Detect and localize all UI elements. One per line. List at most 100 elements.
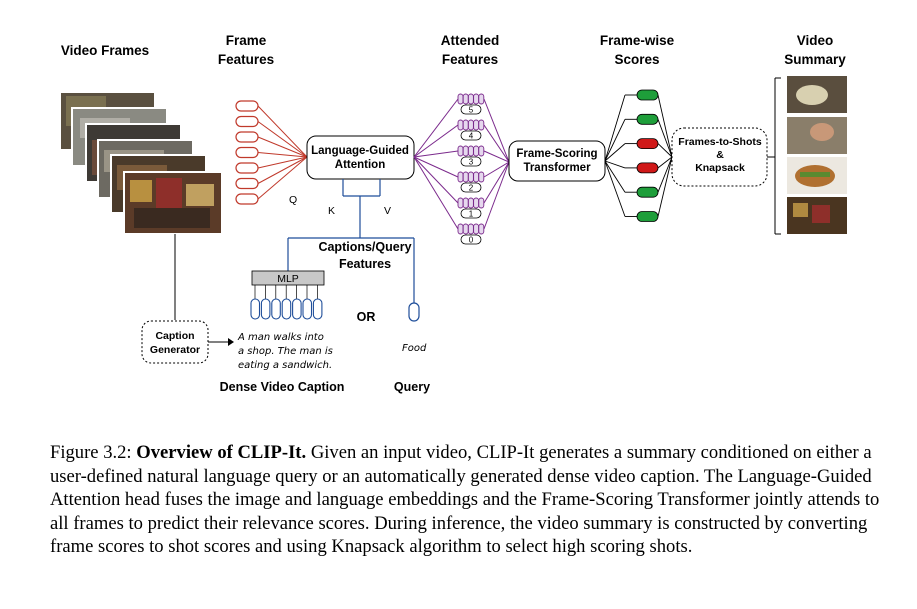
frame-wise-scores-group	[636, 89, 659, 222]
attended-in-line	[413, 124, 459, 158]
caption-generator-box	[141, 320, 209, 364]
frame-feature-token	[235, 177, 259, 190]
k-label: K	[328, 205, 335, 217]
header-frame-features-line2: Features	[218, 52, 274, 67]
score-out-line	[657, 156, 673, 217]
score-line	[604, 119, 626, 162]
query-label: Query	[394, 380, 430, 394]
frames-to-shots-line1: Frames-to-Shots	[678, 136, 762, 148]
attended-in-line	[413, 156, 459, 178]
frame-feature-token	[235, 146, 259, 159]
v-label: V	[384, 205, 391, 217]
frame-scoring-transformer-box	[508, 140, 606, 182]
video-summary-thumbnails	[787, 76, 847, 234]
figure-title: Overview of CLIP-It.	[136, 442, 307, 463]
score-out-line	[657, 156, 673, 193]
score-line	[604, 143, 626, 162]
frame-score-token	[636, 138, 659, 150]
header-video-summary-line1: Video	[797, 33, 834, 48]
q-label: Q	[289, 194, 297, 206]
attended-in-line	[413, 98, 459, 158]
frame-feature-line	[257, 156, 308, 184]
attended-index-label: 3	[469, 158, 474, 167]
score-out-line	[657, 143, 673, 158]
query-feature-token	[408, 302, 420, 322]
attended-index-badge	[460, 130, 482, 141]
header-frame-features-line1: Frame	[226, 33, 267, 48]
caption-feature-token	[312, 298, 323, 320]
attended-index-label: 4	[469, 132, 474, 141]
dense-caption-text-line3: eating a sandwich.	[238, 360, 332, 371]
frame-feature-line	[257, 156, 308, 169]
attended-in-line	[413, 150, 459, 158]
dense-caption-text-line1: A man walks into	[237, 332, 324, 343]
score-out-line	[657, 156, 673, 169]
frame-feature-line	[257, 152, 308, 158]
header-attended-features-line1: Attended	[441, 33, 500, 48]
attended-index-badge	[460, 208, 482, 219]
query-text: Food	[402, 343, 427, 354]
header-frame-wise-scores-line1: Frame-wise	[600, 33, 675, 48]
mlp-box	[251, 270, 325, 286]
header-frame-wise-scores-line2: Scores	[614, 52, 659, 67]
attended-out-line	[483, 161, 510, 204]
frame-scoring-transformer-line2: Transformer	[523, 162, 591, 174]
score-line	[604, 160, 626, 217]
score-out-line	[657, 119, 673, 158]
frame-score-token	[636, 113, 659, 125]
frame-feature-line	[257, 136, 308, 158]
figure-caption-body: Given an input video, CLIP-It generates …	[50, 442, 880, 557]
header-attended-features-line2: Features	[442, 52, 498, 67]
clip-it-diagram: Video Frames Frame Features Attended Fea…	[59, 33, 847, 394]
caption-feature-token	[250, 298, 261, 320]
attended-in-line	[413, 156, 459, 230]
attended-index-label: 1	[469, 210, 474, 219]
attended-index-badge	[460, 156, 482, 167]
frames-to-shots-box	[671, 127, 768, 187]
frame-feature-token	[235, 100, 259, 112]
language-guided-attention-line1: Language-Guided	[311, 145, 409, 157]
caption-feature-token	[281, 298, 292, 320]
attended-index-badge	[460, 104, 482, 115]
summary-bracket	[767, 77, 781, 235]
attended-index-badge	[460, 234, 482, 245]
score-out-line	[657, 94, 673, 158]
frame-features-group	[235, 100, 259, 205]
header-video-frames: Video Frames	[61, 43, 149, 58]
frame-feature-token	[235, 193, 259, 205]
frame-feature-token	[235, 131, 259, 143]
score-line	[604, 160, 626, 193]
kv-connectors	[287, 179, 415, 303]
score-line	[604, 94, 626, 162]
captions-query-features-line2: Features	[339, 257, 391, 271]
caption-generator-line1: Caption	[155, 330, 194, 342]
frame-feature-lines	[257, 105, 308, 200]
dense-caption-text-line2: a shop. The man is	[238, 346, 333, 357]
mlp-label: MLP	[277, 273, 299, 285]
figure-caption: Figure 3.2: Overview of CLIP-It. Given a…	[50, 441, 880, 559]
score-line	[604, 160, 626, 169]
frame-scoring-transformer-line1: Frame-Scoring	[516, 148, 597, 160]
caption-feature-token	[271, 298, 281, 320]
caption-feature-token	[302, 298, 313, 320]
caption-feature-token	[260, 298, 271, 320]
caption-generator-line2: Generator	[150, 344, 200, 356]
attended-out-line	[483, 124, 510, 163]
score-lines	[604, 94, 673, 217]
attended-in-line	[413, 156, 459, 204]
attended-index-label: 5	[469, 106, 474, 115]
caption-feature-tokens	[250, 285, 323, 320]
attended-out-line	[483, 98, 510, 163]
frame-score-token	[636, 211, 659, 222]
figure-label: Figure 3.2:	[50, 442, 132, 463]
attended-index-label: 2	[469, 184, 474, 193]
caption-feature-token	[292, 298, 302, 320]
attended-feature-lines	[413, 98, 510, 230]
frame-feature-line	[257, 105, 308, 158]
header-video-summary-line2: Summary	[784, 52, 846, 67]
attended-out-line	[483, 150, 510, 163]
attended-out-line	[483, 161, 510, 178]
attended-index-badge	[460, 182, 482, 193]
language-guided-attention-box	[306, 135, 415, 180]
